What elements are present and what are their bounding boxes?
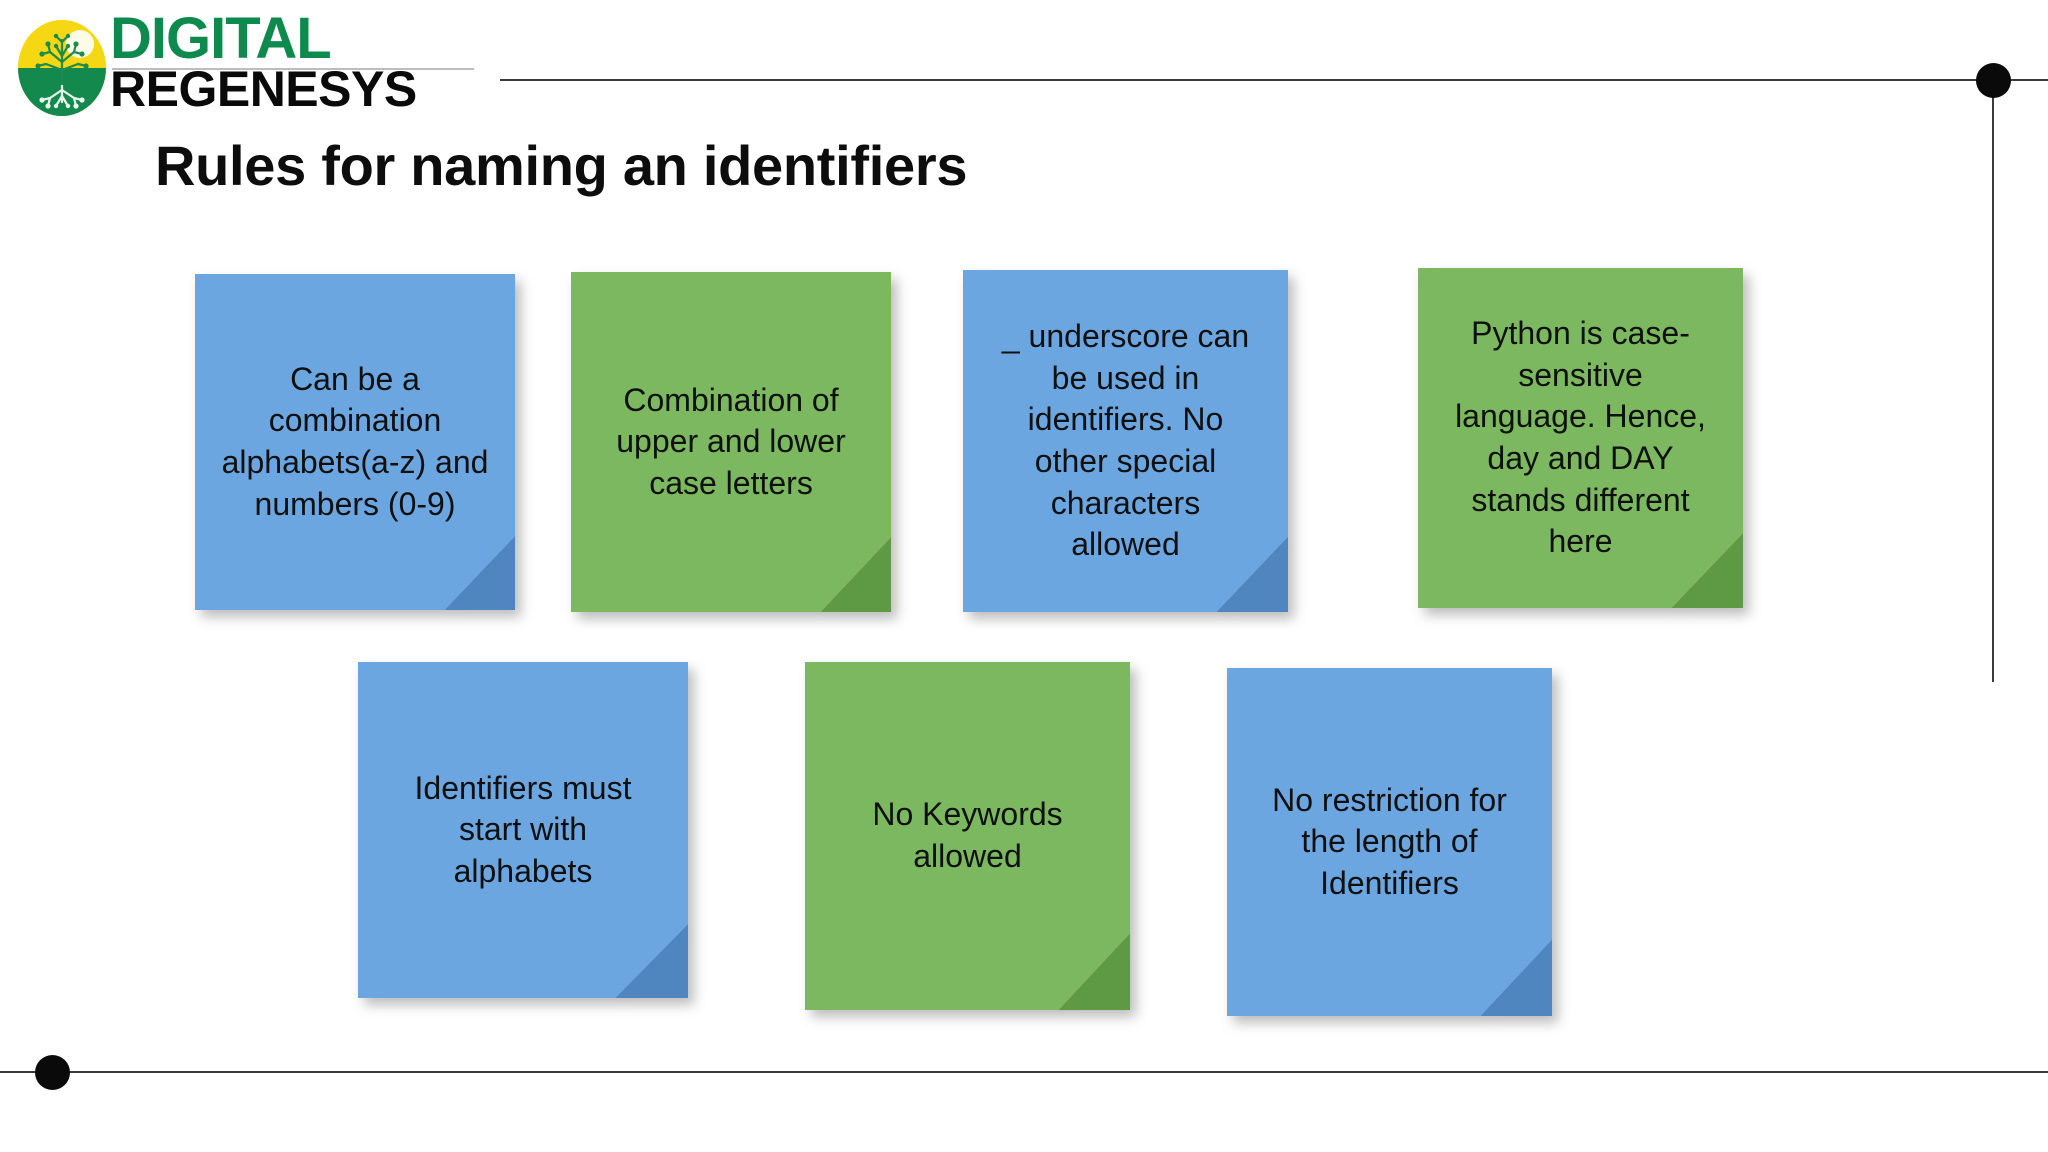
bottom-left-dot bbox=[35, 1055, 70, 1090]
sticky-note-4: Python is case- sensitive language. Henc… bbox=[1418, 268, 1743, 608]
page-title: Rules for naming an identifiers bbox=[155, 134, 968, 197]
sticky-note-6: No Keywords allowed bbox=[805, 662, 1130, 1010]
top-horizontal-rule bbox=[500, 79, 2048, 81]
sticky-note-2: Combination of upper and lower case lett… bbox=[571, 272, 891, 612]
sticky-note-text: No restriction for the length of Identif… bbox=[1272, 781, 1507, 901]
sticky-note-5: Identifiers must start with alphabets bbox=[358, 662, 688, 998]
right-vertical-rule bbox=[1992, 80, 1994, 682]
logo-divider bbox=[112, 68, 474, 70]
sticky-note-body bbox=[963, 270, 1288, 612]
sticky-note-text: _ underscore can be used in identifiers.… bbox=[1001, 318, 1250, 563]
logo-word-regenesys: REGENESYS bbox=[110, 61, 417, 117]
sticky-note-text: Can be a combination alphabets(a-z) and … bbox=[221, 360, 489, 522]
logo-tree-graphic bbox=[35, 33, 89, 109]
sticky-note-body bbox=[358, 662, 688, 998]
sticky-note-text: No Keywords allowed bbox=[872, 796, 1063, 874]
sticky-note-7: No restriction for the length of Identif… bbox=[1227, 668, 1552, 1016]
sticky-note-text: Combination of upper and lower case lett… bbox=[616, 381, 846, 501]
tree-circuit-logo-icon bbox=[18, 20, 106, 116]
sticky-note-3: _ underscore can be used in identifiers.… bbox=[963, 270, 1288, 612]
sticky-note-text: Python is case- sensitive language. Henc… bbox=[1455, 315, 1706, 560]
sticky-note-text: Identifiers must start with alphabets bbox=[414, 769, 632, 889]
sticky-note-body bbox=[571, 272, 891, 612]
sticky-note-body bbox=[1418, 268, 1743, 608]
sticky-note-body bbox=[1227, 668, 1552, 1016]
bottom-horizontal-rule bbox=[0, 1071, 2048, 1073]
brand-logo: DIGITAL REGENESYS bbox=[14, 8, 484, 118]
sticky-note-body bbox=[805, 662, 1130, 1010]
logo-word-digital: DIGITAL bbox=[110, 6, 332, 71]
top-right-dot bbox=[1976, 63, 2011, 98]
sticky-note-body bbox=[195, 274, 515, 610]
sticky-note-1: Can be a combination alphabets(a-z) and … bbox=[195, 274, 515, 610]
